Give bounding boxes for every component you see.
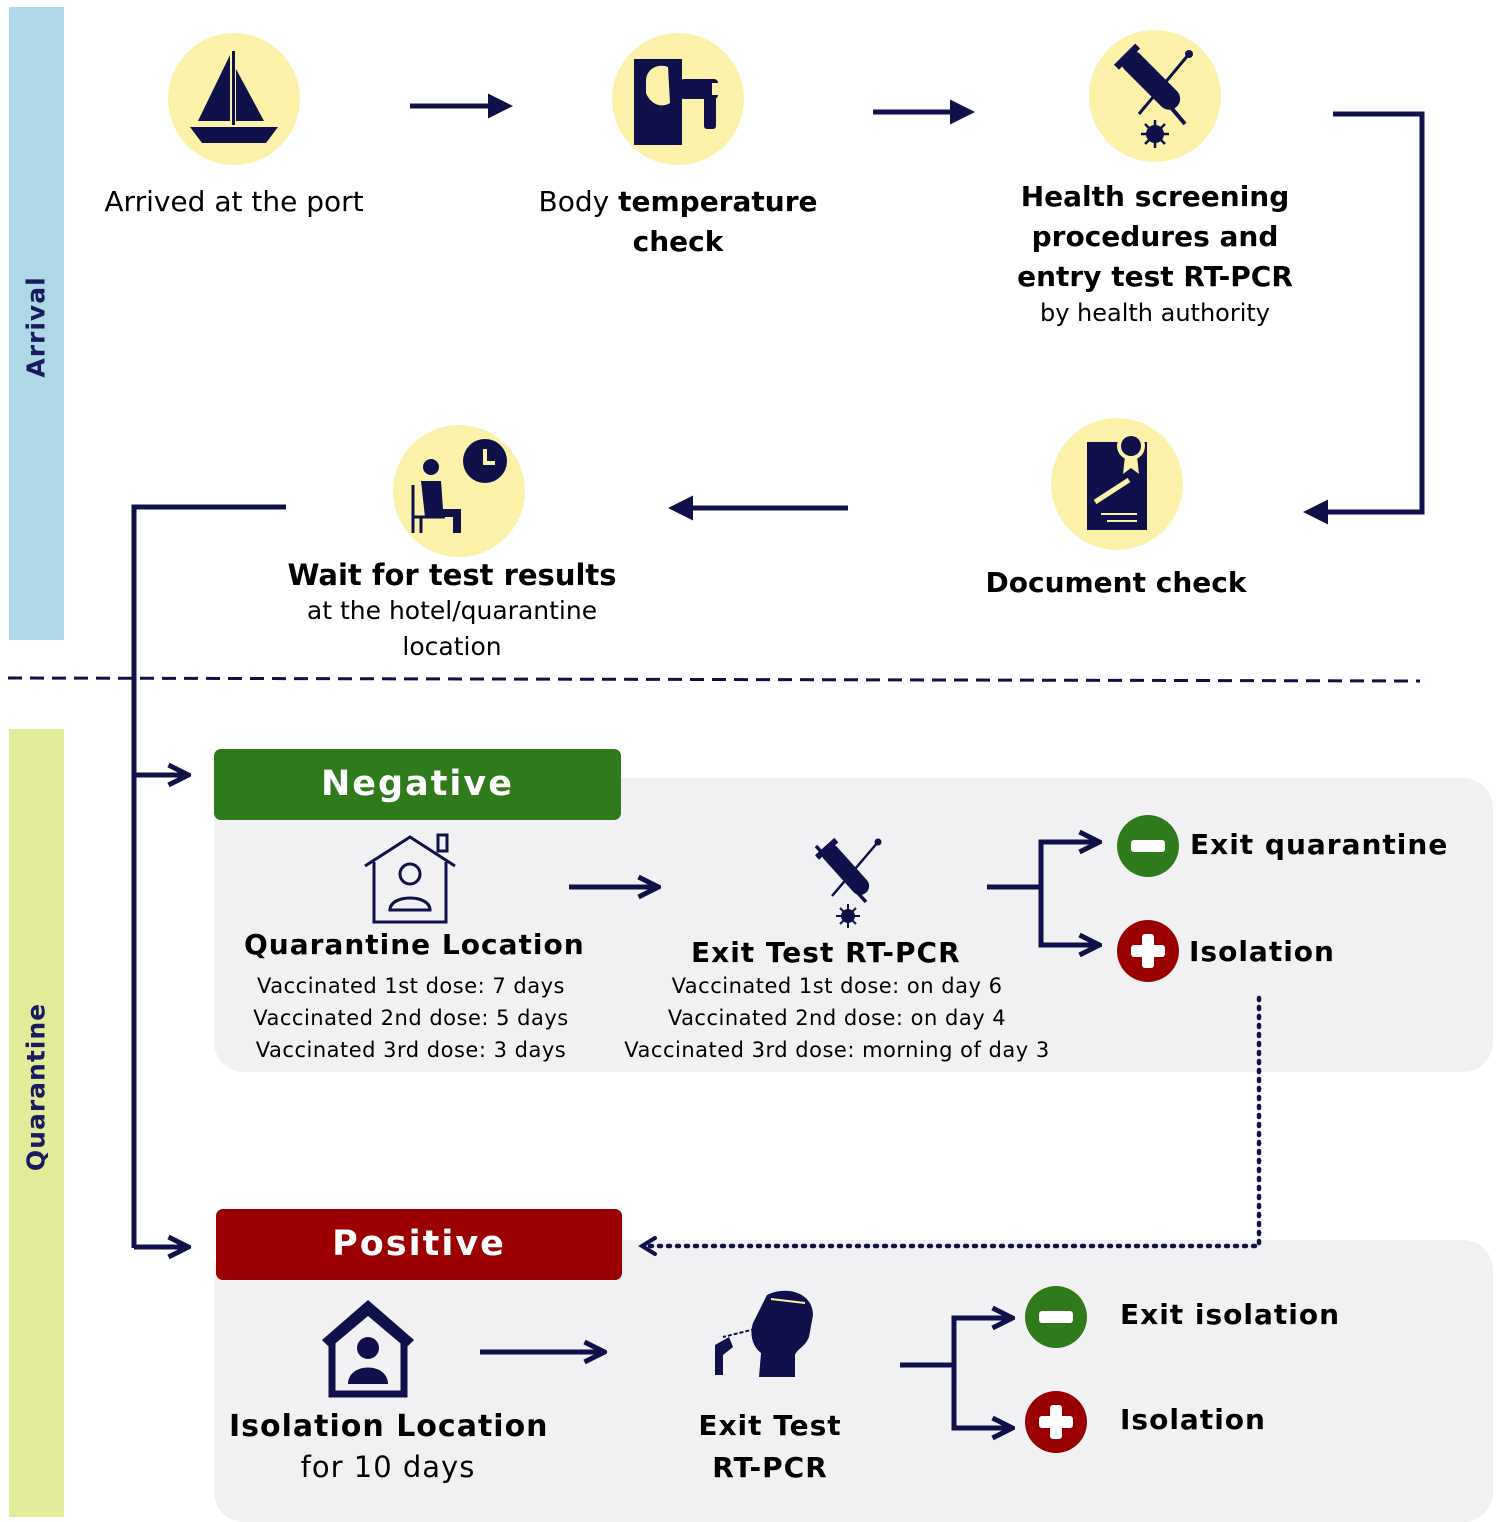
temperature-bold: temperature: [618, 185, 818, 218]
plus-circle-icon: [1025, 1391, 1087, 1453]
screening-line1: Health screening: [1020, 180, 1290, 213]
wait-line3: location: [402, 632, 502, 661]
temperature-label: Body temperature check: [520, 182, 836, 262]
screening-authority: by health authority: [1039, 299, 1271, 327]
minus-circle-icon: [1025, 1286, 1087, 1348]
wait-label: Wait for test results at the hotel/quara…: [286, 557, 618, 665]
test-tube-swab-icon: [1113, 43, 1193, 148]
section-divider: [7, 676, 1421, 683]
document-label: Document check: [985, 566, 1247, 599]
screening-circle: [1089, 30, 1221, 162]
positive-exit-test-line1: Exit Test: [698, 1409, 842, 1442]
dotted-isolation-to-positive: [642, 995, 1262, 1249]
temperature-circle: [612, 33, 744, 165]
exit-isolation-label: Exit isolation: [1120, 1298, 1341, 1331]
positive-isolation-label: Isolation: [1120, 1403, 1266, 1436]
house-person-icon: [322, 1300, 414, 1398]
negative-isolation-label: Isolation: [1189, 935, 1335, 968]
quarantine-days: Vaccinated 1st dose: 7 days Vaccinated 2…: [232, 970, 590, 1066]
negative-badge: Negative: [214, 749, 621, 820]
positive-badge: Positive: [216, 1209, 622, 1280]
negative-exit-test-title: Exit Test RT-PCR: [691, 936, 961, 969]
wait-title: Wait for test results: [287, 558, 617, 592]
negative-panel: [214, 778, 1493, 1072]
screening-label: Health screening procedures and entry te…: [995, 177, 1315, 297]
negative-exit-test-days: Vaccinated 1st dose: on day 6 Vaccinated…: [598, 970, 1076, 1066]
positive-exit-test-line2: RT-PCR: [712, 1451, 828, 1484]
home-person-icon: [364, 833, 456, 924]
arrow-screening-to-document: [1303, 111, 1425, 525]
connector-wait-branch: [131, 504, 286, 1248]
minus-circle-icon: [1117, 815, 1179, 877]
exit-test-day-2: Vaccinated 2nd dose: on day 4: [667, 1006, 1007, 1030]
thermometer-gun-icon: [634, 59, 722, 145]
exit-test-day-1: Vaccinated 1st dose: on day 6: [671, 974, 1003, 998]
screening-line3: entry test RT-PCR: [1017, 260, 1293, 293]
quarantine-day-1: Vaccinated 1st dose: 7 days: [257, 974, 565, 998]
test-tube-swab-icon: [814, 837, 882, 928]
port-circle: [168, 33, 300, 165]
screening-line2: procedures and: [1031, 220, 1279, 253]
sailboat-icon: [190, 51, 278, 143]
temperature-prefix: Body: [538, 185, 619, 218]
isolation-duration: for 10 days: [300, 1450, 476, 1484]
document-circle: [1051, 418, 1183, 550]
waiting-person-clock-icon: [411, 439, 507, 533]
quarantine-section-bar: [9, 729, 64, 1517]
isolation-location-title: Isolation Location: [229, 1409, 549, 1444]
wait-line2: at the hotel/quarantine: [306, 596, 598, 625]
exit-quarantine-label: Exit quarantine: [1190, 828, 1449, 861]
port-label: Arrived at the port: [104, 185, 364, 218]
quarantine-day-2: Vaccinated 2nd dose: 5 days: [253, 1006, 569, 1030]
positive-panel: [214, 1240, 1493, 1522]
temperature-line2: check: [632, 225, 724, 258]
exit-test-day-3: Vaccinated 3rd dose: morning of day 3: [624, 1038, 1050, 1062]
nasal-swab-icon: [715, 1290, 813, 1377]
quarantine-day-3: Vaccinated 3rd dose: 3 days: [255, 1038, 567, 1062]
wait-circle: [393, 425, 525, 557]
plus-circle-icon: [1117, 920, 1179, 982]
positive-exit-test-title: Exit Test RT-PCR: [662, 1405, 878, 1489]
vaccine-certificate-icon: [1087, 432, 1147, 530]
arrival-section-bar: [9, 7, 64, 640]
quarantine-location-title: Quarantine Location: [244, 928, 585, 961]
